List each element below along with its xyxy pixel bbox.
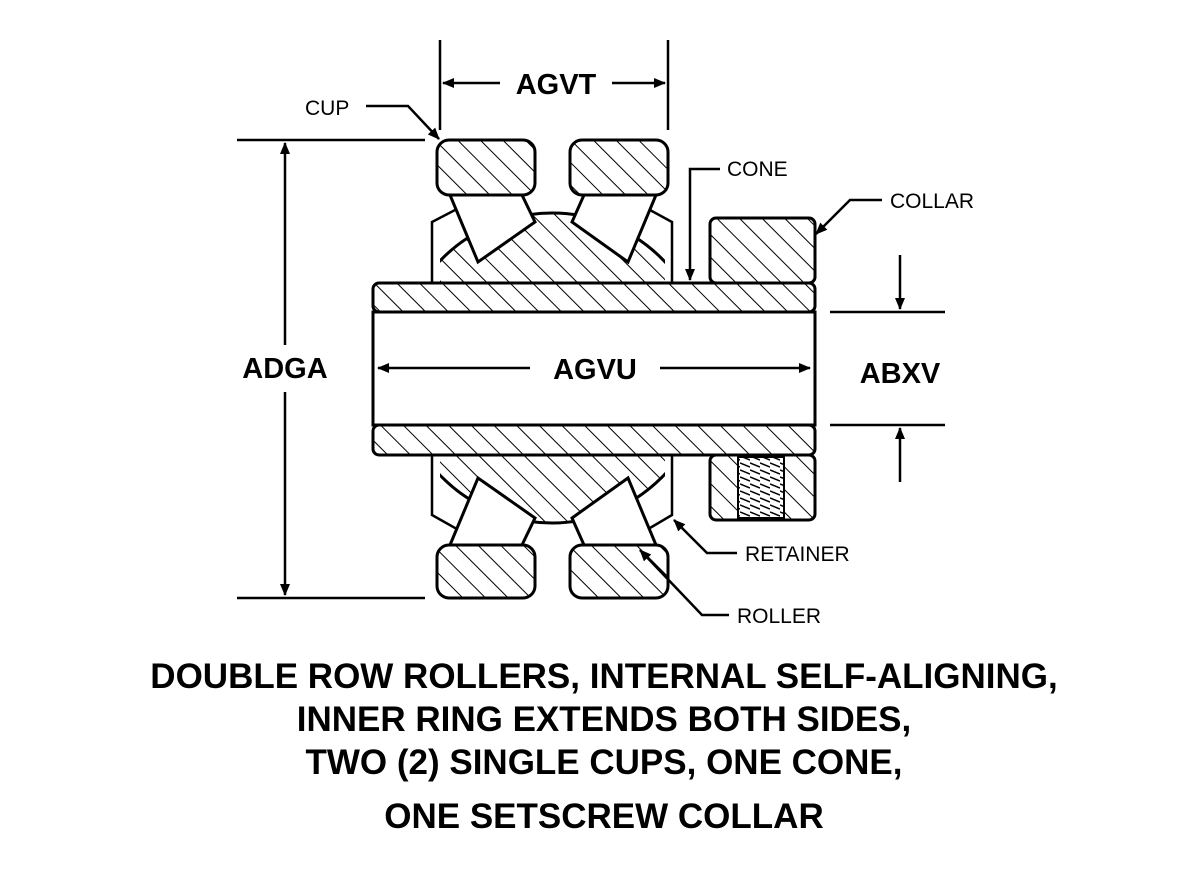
caption-line-1: DOUBLE ROW ROLLERS, INTERNAL SELF-ALIGNI… xyxy=(150,657,1057,696)
dimension-agvt: AGVT xyxy=(438,40,670,130)
cone-label: CONE xyxy=(727,158,788,181)
setscrew xyxy=(737,456,785,519)
cup-label: CUP xyxy=(305,97,349,120)
dimension-agvu: AGVU xyxy=(377,354,811,386)
abxv-label: ABXV xyxy=(860,358,941,390)
caption-line-3: TWO (2) SINGLE CUPS, ONE CONE, xyxy=(306,743,903,782)
retainer-label: RETAINER xyxy=(745,543,850,566)
callout-cone: CONE xyxy=(685,158,788,281)
dimension-adga: ADGA xyxy=(237,138,425,600)
dimension-abxv: ABXV xyxy=(830,255,945,482)
collar xyxy=(708,216,817,522)
callout-cup: CUP xyxy=(305,97,440,140)
callout-collar: COLLAR xyxy=(815,190,974,235)
caption-line-2: INNER RING EXTENDS BOTH SIDES, xyxy=(297,700,912,739)
rollers xyxy=(447,193,659,547)
caption-line-4: ONE SETSCREW COLLAR xyxy=(384,797,823,836)
caption: DOUBLE ROW ROLLERS, INTERNAL SELF-ALIGNI… xyxy=(150,657,1057,836)
cups xyxy=(435,138,670,600)
callout-retainer: RETAINER xyxy=(673,519,850,566)
adga-label: ADGA xyxy=(242,353,327,385)
inner-ring xyxy=(371,281,817,457)
roller-label: ROLLER xyxy=(737,605,821,628)
agvu-label: AGVU xyxy=(553,354,637,386)
agvt-label: AGVT xyxy=(516,69,597,101)
callout-roller: ROLLER xyxy=(639,549,821,628)
collar-label: COLLAR xyxy=(890,190,974,213)
